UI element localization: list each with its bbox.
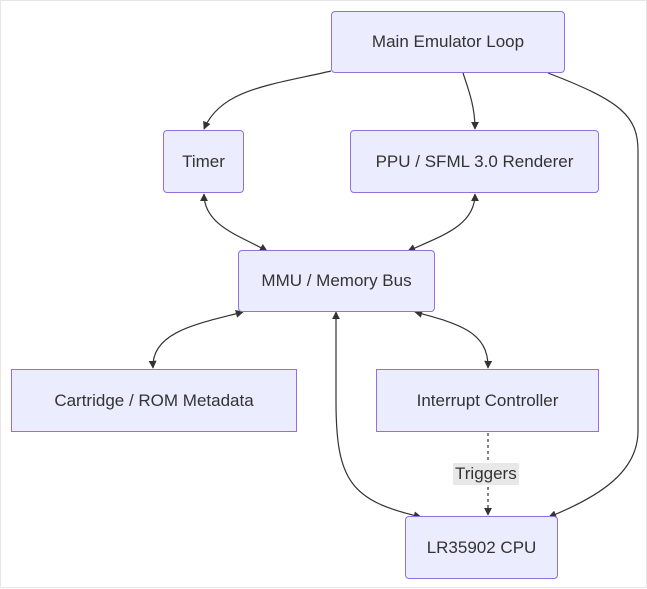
node-lr35902-cpu: LR35902 CPU bbox=[405, 516, 558, 579]
edge-mmu-interrupt bbox=[414, 310, 493, 369]
node-cartridge-rom-metadata: Cartridge / ROM Metadata bbox=[11, 369, 297, 432]
edge-main-to-cpu bbox=[547, 72, 639, 519]
edge-timer-mmu bbox=[200, 193, 268, 252]
node-cartridge-rom-metadata-label: Cartridge / ROM Metadata bbox=[54, 390, 254, 410]
node-timer: Timer bbox=[163, 130, 244, 193]
node-timer-label: Timer bbox=[182, 151, 225, 171]
node-mmu-memory-bus: MMU / Memory Bus bbox=[238, 250, 435, 312]
node-ppu-renderer: PPU / SFML 3.0 Renderer bbox=[350, 130, 599, 193]
node-main-emulator-loop-label: Main Emulator Loop bbox=[371, 32, 525, 51]
edge-main-to-timer bbox=[203, 70, 332, 130]
node-lr35902-cpu-label: LR35902 CPU bbox=[426, 537, 537, 557]
edge-mmu-cartridge bbox=[148, 309, 244, 369]
edge-mmu-cpu bbox=[332, 311, 422, 520]
node-interrupt-controller: Interrupt Controller bbox=[376, 369, 599, 432]
node-ppu-renderer-label: PPU / SFML 3.0 Renderer bbox=[375, 151, 574, 171]
node-main-emulator-loop: Main Emulator Loop bbox=[331, 11, 565, 73]
edge-label-triggers: Triggers bbox=[453, 463, 519, 485]
edge-main-to-ppu bbox=[462, 72, 479, 130]
node-interrupt-controller-label: Interrupt Controller bbox=[416, 390, 559, 410]
edge-ppu-mmu bbox=[407, 193, 479, 252]
node-mmu-memory-bus-label: MMU / Memory Bus bbox=[261, 271, 412, 290]
